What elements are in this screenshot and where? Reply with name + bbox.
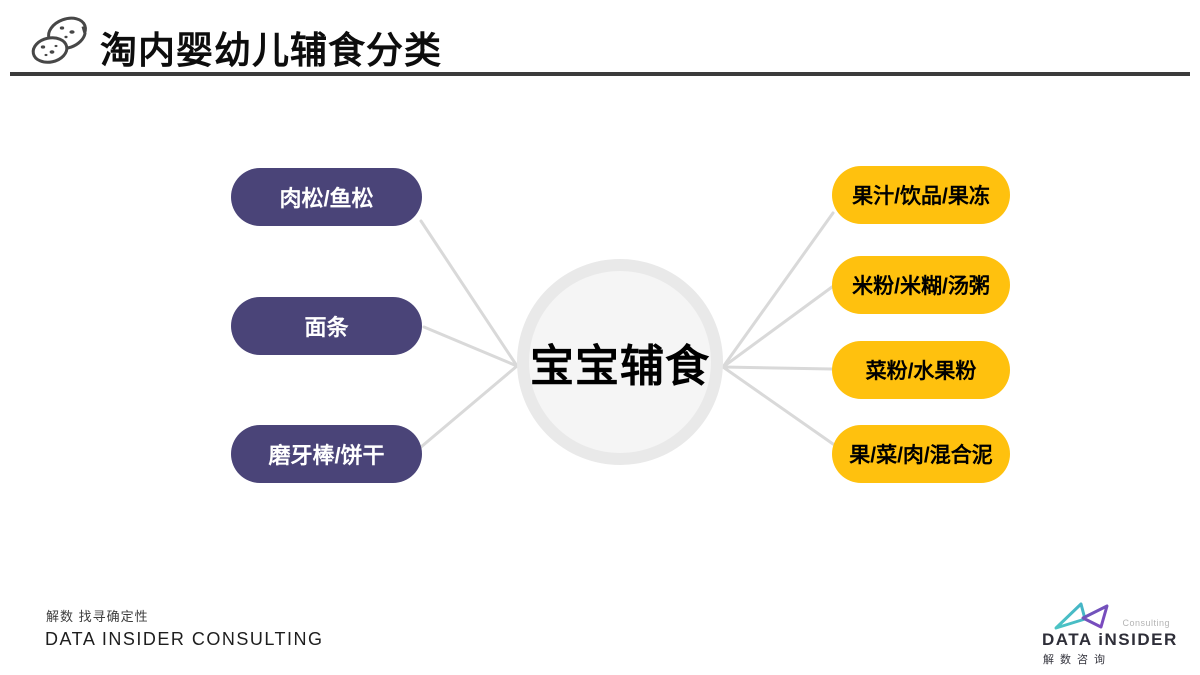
logo-consulting-label: Consulting <box>1122 618 1170 628</box>
category-pill: 果/菜/肉/混合泥 <box>832 425 1010 483</box>
center-node-label: 宝宝辅食 <box>530 342 710 391</box>
logo-brand-text: DATA iNSIDER <box>1042 630 1178 649</box>
category-pill: 面条 <box>231 297 422 355</box>
footer-company: DATA INSIDER CONSULTING <box>45 629 324 649</box>
page-title: 淘内婴幼儿辅食分类 <box>100 30 442 71</box>
center-node: 宝宝辅食 <box>517 259 723 465</box>
category-pill: 菜粉/水果粉 <box>832 341 1010 399</box>
header-divider <box>10 72 1190 76</box>
category-pill: 磨牙棒/饼干 <box>231 425 422 483</box>
category-pill: 米粉/米糊/汤粥 <box>832 256 1010 314</box>
category-pill: 果汁/饮品/果冻 <box>832 166 1010 224</box>
bowtie-logo-icon <box>1054 602 1109 630</box>
category-pill: 肉松/鱼松 <box>231 168 422 226</box>
footer-tagline: 解数 找寻确定性 <box>46 609 149 624</box>
logo-brand-chinese: 解数咨询 <box>1043 654 1111 666</box>
brand-logo: Consulting DATA iNSIDER 解数咨询 <box>1040 596 1176 666</box>
cookies-icon <box>31 16 87 64</box>
